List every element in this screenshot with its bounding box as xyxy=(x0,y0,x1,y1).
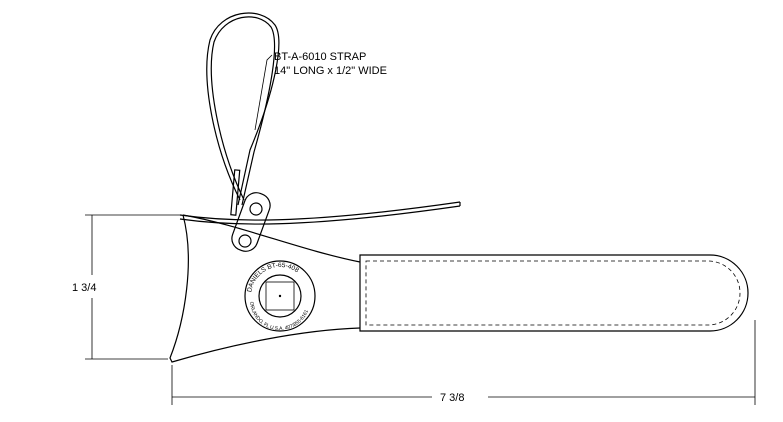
wrench-head xyxy=(169,214,361,363)
height-label: 1 3/4 xyxy=(72,282,96,294)
callout-line-2: 14" LONG x 1/2" WIDE xyxy=(274,65,387,77)
callout-leader xyxy=(254,54,273,131)
callout-line-1: BT-A-6010 STRAP xyxy=(274,51,366,63)
height-dimension xyxy=(85,214,180,360)
handle xyxy=(359,254,749,332)
strap-link xyxy=(231,192,271,252)
strap xyxy=(179,12,461,225)
stamp-logo: DANIELS BT-65-408 ORLANDO, FL U.S.A. 407… xyxy=(244,260,316,332)
length-label: 7 3/8 xyxy=(440,392,464,404)
svg-text:DANIELS BT-65-408: DANIELS BT-65-408 xyxy=(246,262,300,293)
length-dimension xyxy=(171,320,756,405)
